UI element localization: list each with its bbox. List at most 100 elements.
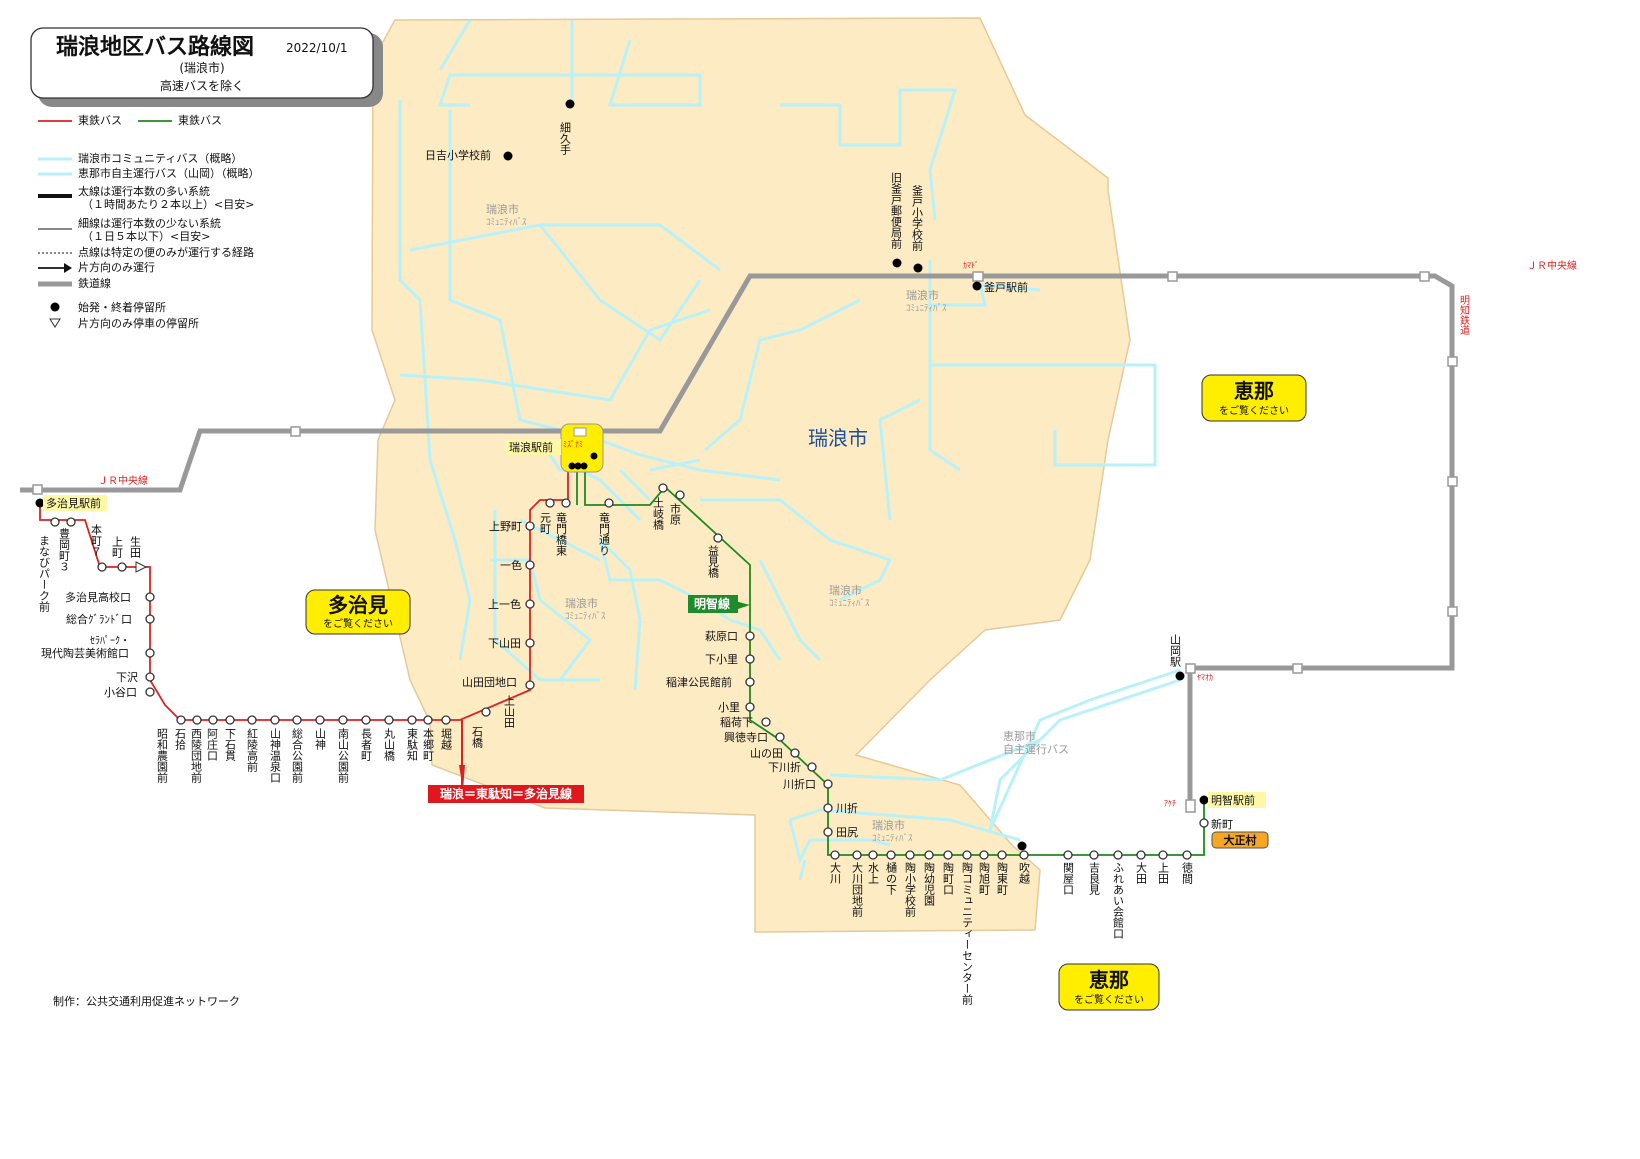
svg-text:まなびパーク前: まなびパーク前 bbox=[38, 535, 51, 613]
ena-balloon-top-sub: をご覧ください bbox=[1219, 404, 1289, 417]
jr-label-right: ＪＲ中央線 bbox=[1527, 259, 1577, 272]
legend-oneway-stop-icon bbox=[49, 318, 61, 328]
stop-labels: 多治見駅前 瑞浪駅前 日吉小学校前 細久手 旧釜戸郵便局前 釜戸小学校前 釜戸駅… bbox=[38, 122, 1266, 839]
red-stop-label: 東駄知 bbox=[406, 728, 419, 762]
svg-text:瑞浪市: 瑞浪市 bbox=[906, 288, 939, 302]
svg-text:ｺﾐｭﾆﾃｨﾊﾞｽ: ｺﾐｭﾆﾃｨﾊﾞｽ bbox=[565, 611, 606, 622]
green-route bbox=[576, 470, 1205, 856]
legend-green-label: 東鉄バス bbox=[178, 113, 222, 127]
svg-text:川折: 川折 bbox=[836, 801, 858, 815]
green-stop-label: ふれあい会館口 bbox=[1112, 862, 1125, 939]
svg-text:小谷口: 小谷口 bbox=[104, 686, 137, 699]
map-subtitle-note: 高速バスを除く bbox=[160, 78, 244, 93]
svg-text:山田団地口: 山田団地口 bbox=[462, 676, 517, 689]
red-line-plate: 瑞浪＝東駄知＝多治見線 bbox=[428, 785, 584, 803]
svg-text:竜門通り: 竜門通り bbox=[598, 511, 611, 556]
legend-thin-label2: （１日５本以下）<目安> bbox=[82, 229, 210, 243]
svg-text:総合ｸﾞﾗﾝﾄﾞ口: 総合ｸﾞﾗﾝﾄﾞ口 bbox=[66, 612, 132, 626]
svg-text:上野町: 上野町 bbox=[489, 520, 522, 533]
red-bottom-stop-labels: 昭和農園前石拾西陵団地前阿庄口下石貫紅陵高前山神温泉口総合公園前山神南山公園前長… bbox=[156, 727, 453, 784]
svg-text:瑞浪市: 瑞浪市 bbox=[829, 583, 862, 597]
svg-text:恵那市: 恵那市 bbox=[1003, 729, 1036, 743]
legend-red-label: 東鉄バス bbox=[78, 113, 122, 127]
svg-text:日吉小学校前: 日吉小学校前 bbox=[425, 148, 491, 162]
svg-text:新町: 新町 bbox=[1211, 817, 1233, 831]
legend-community-label: 瑞浪市コミュニティバス（概略） bbox=[78, 151, 242, 165]
svg-text:田尻: 田尻 bbox=[836, 826, 858, 839]
ena-balloon-bottom[interactable]: 恵那 をご覧ください bbox=[1058, 963, 1160, 1011]
legend-thick-label1: 太線は運行本数の多い系統 bbox=[78, 184, 210, 198]
legend-thin-label1: 細線は運行本数の少ない系統 bbox=[78, 216, 221, 230]
red-stop-label: 堀越 bbox=[440, 728, 453, 751]
green-stop-label: 吉良見 bbox=[1088, 862, 1101, 895]
svg-text:元町: 元町 bbox=[539, 512, 552, 534]
red-stop-label: 山神温泉口 bbox=[269, 728, 282, 783]
red-stop-label: 山神 bbox=[314, 728, 327, 751]
svg-text:土岐橋: 土岐橋 bbox=[652, 497, 665, 531]
red-stop-label: 総合公園前 bbox=[291, 727, 304, 784]
svg-text:上町: 上町 bbox=[111, 536, 124, 558]
legend-terminal-icon bbox=[50, 302, 60, 312]
svg-text:竜門橋東: 竜門橋東 bbox=[555, 511, 568, 557]
svg-text:釜戸駅前: 釜戸駅前 bbox=[984, 280, 1028, 294]
ena-balloon-bottom-sub: をご覧ください bbox=[1074, 993, 1144, 1006]
red-stop-label: 長者町 bbox=[360, 728, 373, 761]
svg-text:石橋: 石橋 bbox=[471, 726, 484, 749]
svg-text:興徳寺口: 興徳寺口 bbox=[724, 731, 768, 744]
svg-text:瑞浪駅前: 瑞浪駅前 bbox=[509, 440, 553, 454]
city-label: 瑞浪市 bbox=[808, 426, 868, 450]
legend-arrow-icon bbox=[64, 263, 72, 273]
green-stop-label: 大田 bbox=[1135, 861, 1148, 884]
svg-text:下川折: 下川折 bbox=[768, 760, 801, 774]
header-box bbox=[30, 27, 374, 99]
svg-text:旧釜戸郵便局前: 旧釜戸郵便局前 bbox=[890, 172, 903, 250]
legend-ena-bus-label: 恵那市自主運行バス（山岡）（概略） bbox=[78, 166, 260, 180]
map-subtitle-city: (瑞浪市) bbox=[179, 60, 224, 75]
red-stop-label: 南山公園前 bbox=[337, 728, 350, 784]
svg-text:益見橋: 益見橋 bbox=[707, 544, 720, 579]
green-stop-label: 陶旭町 bbox=[978, 861, 991, 895]
svg-text:ｺﾐｭﾆﾃｨﾊﾞｽ: ｺﾐｭﾆﾃｨﾊﾞｽ bbox=[872, 833, 913, 844]
svg-text:下山田: 下山田 bbox=[488, 637, 521, 650]
ena-balloon-top-title: 恵那 bbox=[1234, 379, 1274, 403]
svg-text:多治見駅前: 多治見駅前 bbox=[46, 496, 101, 510]
tajimi-balloon[interactable]: 多治見 をご覧ください bbox=[305, 589, 411, 635]
green-stop-label: 関屋口 bbox=[1062, 862, 1075, 895]
jr-label-left: ＪＲ中央線 bbox=[98, 474, 148, 487]
svg-text:稲荷下: 稲荷下 bbox=[720, 716, 753, 729]
green-stop-label: 上田 bbox=[1157, 862, 1170, 884]
svg-text:山の田: 山の田 bbox=[750, 747, 783, 760]
green-stop-label: 大川団地前 bbox=[851, 861, 864, 918]
tajimi-balloon-sub: をご覧ください bbox=[323, 617, 393, 630]
open-stops bbox=[50, 483, 1209, 860]
community-labels: 瑞浪市ｺﾐｭﾆﾃｨﾊﾞｽ 瑞浪市ｺﾐｭﾆﾃｨﾊﾞｽ 瑞浪市ｺﾐｭﾆﾃｨﾊﾞｽ 瑞… bbox=[486, 202, 1069, 844]
svg-text:生田: 生田 bbox=[129, 535, 142, 558]
terminal-stops bbox=[35, 99, 1209, 851]
svg-text:明智駅前: 明智駅前 bbox=[1211, 793, 1255, 807]
ena-balloon-top[interactable]: 恵那 をご覧ください bbox=[1201, 374, 1307, 422]
ena-balloon-bottom-title: 恵那 bbox=[1089, 968, 1129, 992]
green-line-plate: 明智線 bbox=[688, 595, 738, 613]
red-stop-label: 阿庄口 bbox=[206, 728, 219, 761]
svg-text:稲津公民館前: 稲津公民館前 bbox=[666, 675, 732, 689]
legend: 東鉄バス 東鉄バス 瑞浪市コミュニティバス（概略） 恵那市自主運行バス（山岡）（… bbox=[38, 113, 260, 330]
svg-text:ｺﾐｭﾆﾃｨﾊﾞｽ: ｺﾐｭﾆﾃｨﾊﾞｽ bbox=[829, 598, 870, 609]
akechi-railway-label: 明知鉄道 bbox=[1458, 295, 1470, 335]
green-stop-label: 陶東町 bbox=[996, 861, 1009, 895]
green-stop-label: 陶幼児園 bbox=[923, 861, 936, 907]
svg-text:瑞浪市: 瑞浪市 bbox=[565, 596, 598, 610]
legend-dotted-label: 点線は特定の便のみが運行する経路 bbox=[78, 245, 254, 259]
svg-text:現代陶芸美術館口: 現代陶芸美術館口 bbox=[41, 646, 129, 660]
svg-text:ｺﾐｭﾆﾃｨﾊﾞｽ: ｺﾐｭﾆﾃｨﾊﾞｽ bbox=[906, 303, 947, 314]
rail-lines bbox=[20, 273, 1455, 800]
map-title: 瑞浪地区バス路線図 bbox=[56, 34, 254, 60]
svg-text:市原: 市原 bbox=[669, 502, 682, 525]
svg-text:上山田: 上山田 bbox=[503, 695, 516, 728]
svg-text:下沢: 下沢 bbox=[116, 670, 138, 684]
green-stop-label: 陶町口 bbox=[942, 861, 955, 895]
green-stop-label: 陶小学校前 bbox=[904, 861, 917, 918]
legend-rail-label: 鉄道線 bbox=[78, 276, 111, 290]
legend-oneway-stop-label: 片方向のみ停車の停留所 bbox=[78, 316, 199, 330]
legend-arrow-label: 片方向のみ運行 bbox=[78, 260, 155, 274]
